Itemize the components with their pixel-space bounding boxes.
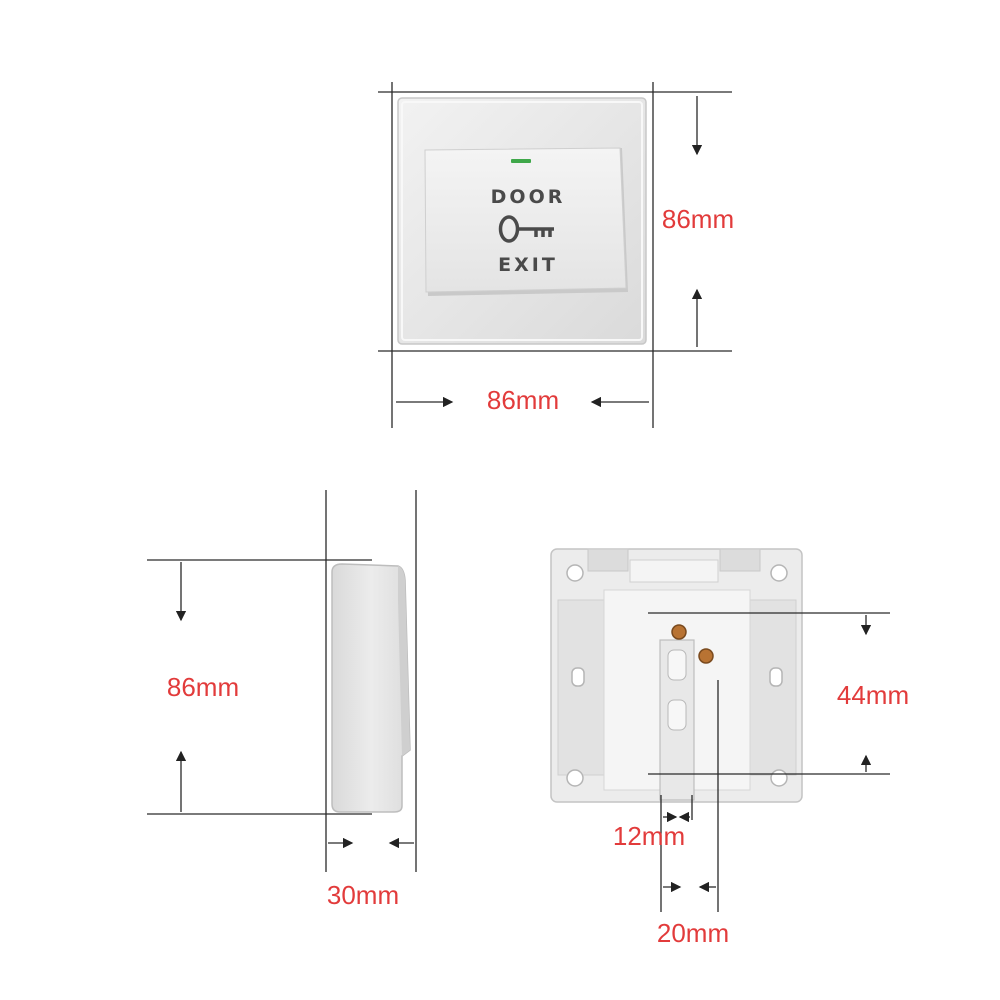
top-slot — [629, 559, 719, 583]
side-height-label: 86mm — [167, 672, 239, 702]
back-outer-gap-label: 20mm — [657, 918, 729, 948]
brass-screw-top — [671, 624, 687, 640]
corner-screw-holes — [566, 564, 788, 787]
button-bottom-label: EXIT — [498, 254, 558, 276]
wall-plate-bevel — [401, 101, 643, 341]
terminal-contact-bottom — [667, 699, 687, 731]
top-clip-left — [587, 548, 629, 572]
side-button-edge — [398, 566, 410, 756]
front-width-label: 86mm — [487, 385, 559, 415]
button-top-label: DOOR — [491, 186, 566, 208]
front-view: DOOR EXIT 86mm 86mm — [378, 82, 734, 428]
left-rail — [557, 599, 605, 776]
back-view: 44mm 12mm 20mm — [550, 548, 909, 948]
exit-push-button — [424, 147, 627, 293]
brass-screw-right — [698, 648, 714, 664]
side-depth-label: 30mm — [327, 880, 399, 910]
key-icon — [498, 215, 554, 243]
top-clip-right — [719, 548, 761, 572]
side-view: 86mm 30mm — [147, 490, 417, 910]
terminal-contact-top — [667, 649, 687, 681]
front-height-label: 86mm — [662, 204, 734, 234]
side-mount-holes — [571, 667, 783, 687]
back-span-label: 44mm — [837, 680, 909, 710]
right-rail — [749, 599, 797, 776]
status-led-indicator — [511, 159, 531, 163]
back-inner-gap-label: 12mm — [613, 821, 685, 851]
